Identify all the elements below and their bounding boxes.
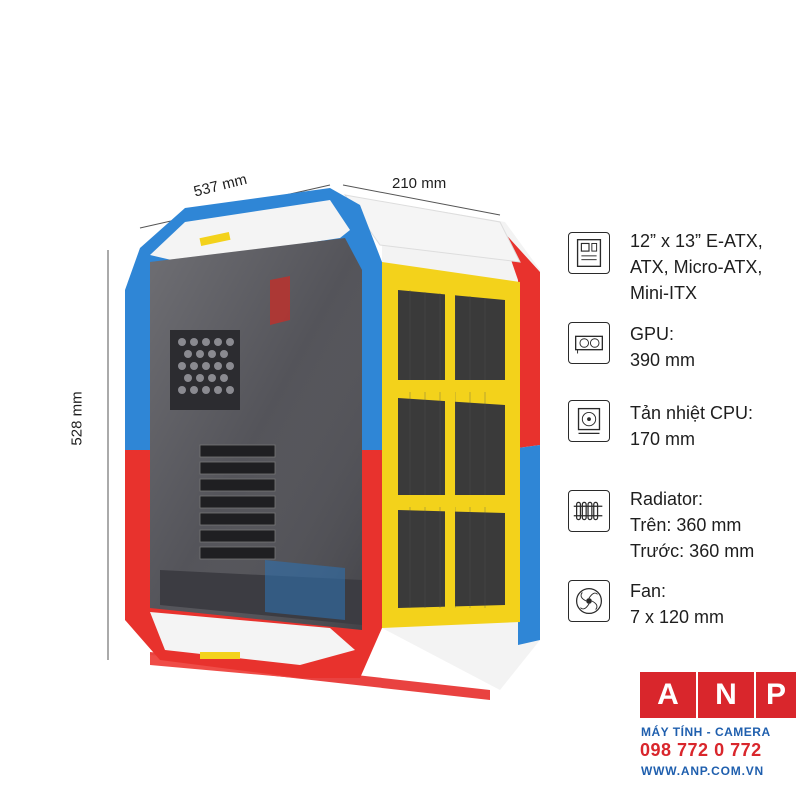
spec-line: ATX, Micro-ATX, (630, 257, 763, 277)
logo-letter-p: P (756, 672, 796, 718)
spec-line: Tản nhiệt CPU: (630, 403, 754, 423)
spec-line: Trước: 360 mm (630, 541, 755, 561)
dimension-height-label: 528 mm (68, 391, 86, 446)
spec-cpu-cooler: Tản nhiệt CPU: 170 mm (630, 400, 753, 452)
spec-fan: Fan: 7 x 120 mm (630, 578, 724, 630)
spec-line: 170 mm (630, 429, 696, 449)
spec-line: GPU: (630, 324, 675, 344)
fan-icon (568, 580, 610, 622)
spec-line: Radiator: (630, 489, 704, 509)
spec-gpu: GPU: 390 mm (630, 321, 695, 373)
logo-tagline: MÁY TÍNH - CAMERA (641, 725, 771, 739)
spec-line: Fan: (630, 581, 667, 601)
gpu-icon (568, 322, 610, 364)
spec-line: 7 x 120 mm (630, 607, 725, 627)
logo-letter-n-red: N (698, 672, 754, 718)
dimension-width-label: 210 mm (392, 175, 447, 192)
motherboard-icon (568, 232, 610, 274)
spec-radiator: Radiator: Trên: 360 mm Trước: 360 mm (630, 486, 754, 564)
logo-letter-a: A (640, 672, 696, 718)
radiator-icon (568, 490, 610, 532)
logo-phone: 098 772 0 772 (640, 740, 762, 760)
spec-motherboard: 12” x 13” E-ATX, ATX, Micro-ATX, Mini-IT… (630, 228, 763, 306)
spec-line: 390 mm (630, 350, 696, 370)
spec-line: 12” x 13” E-ATX, (630, 231, 763, 251)
spec-line: Trên: 360 mm (630, 515, 742, 535)
cpu-cooler-icon (568, 400, 610, 442)
spec-line: Mini-ITX (630, 283, 697, 303)
logo-website: WWW.ANP.COM.VN (641, 764, 764, 778)
